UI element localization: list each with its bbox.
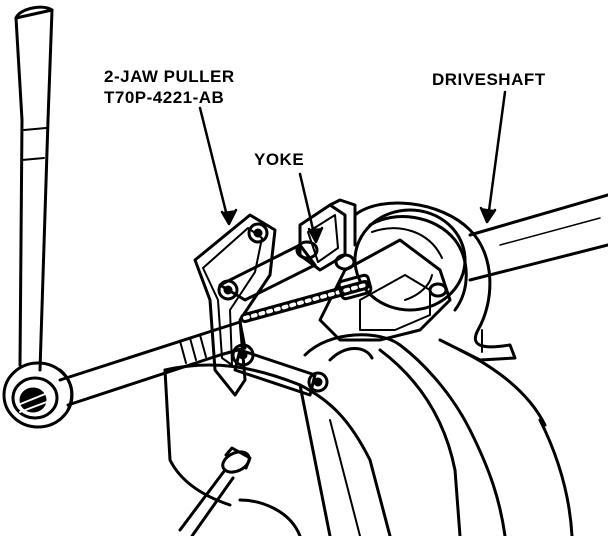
driveshaft-label: DRIVESHAFT [432,70,546,89]
leader-lines [198,90,507,244]
puller-name-label: 2-JAW PULLER [104,67,235,86]
puller-part-number-label: T70P-4221-AB [104,88,225,107]
yoke [295,198,357,272]
puller-body [193,213,373,397]
transmission-housing [303,238,574,538]
driveshaft [468,193,608,282]
pin [178,446,252,538]
ratchet-extension [58,320,247,407]
lower-frame [163,363,392,538]
yoke-label: YOKE [254,150,305,169]
ratchet-handle [2,5,74,429]
